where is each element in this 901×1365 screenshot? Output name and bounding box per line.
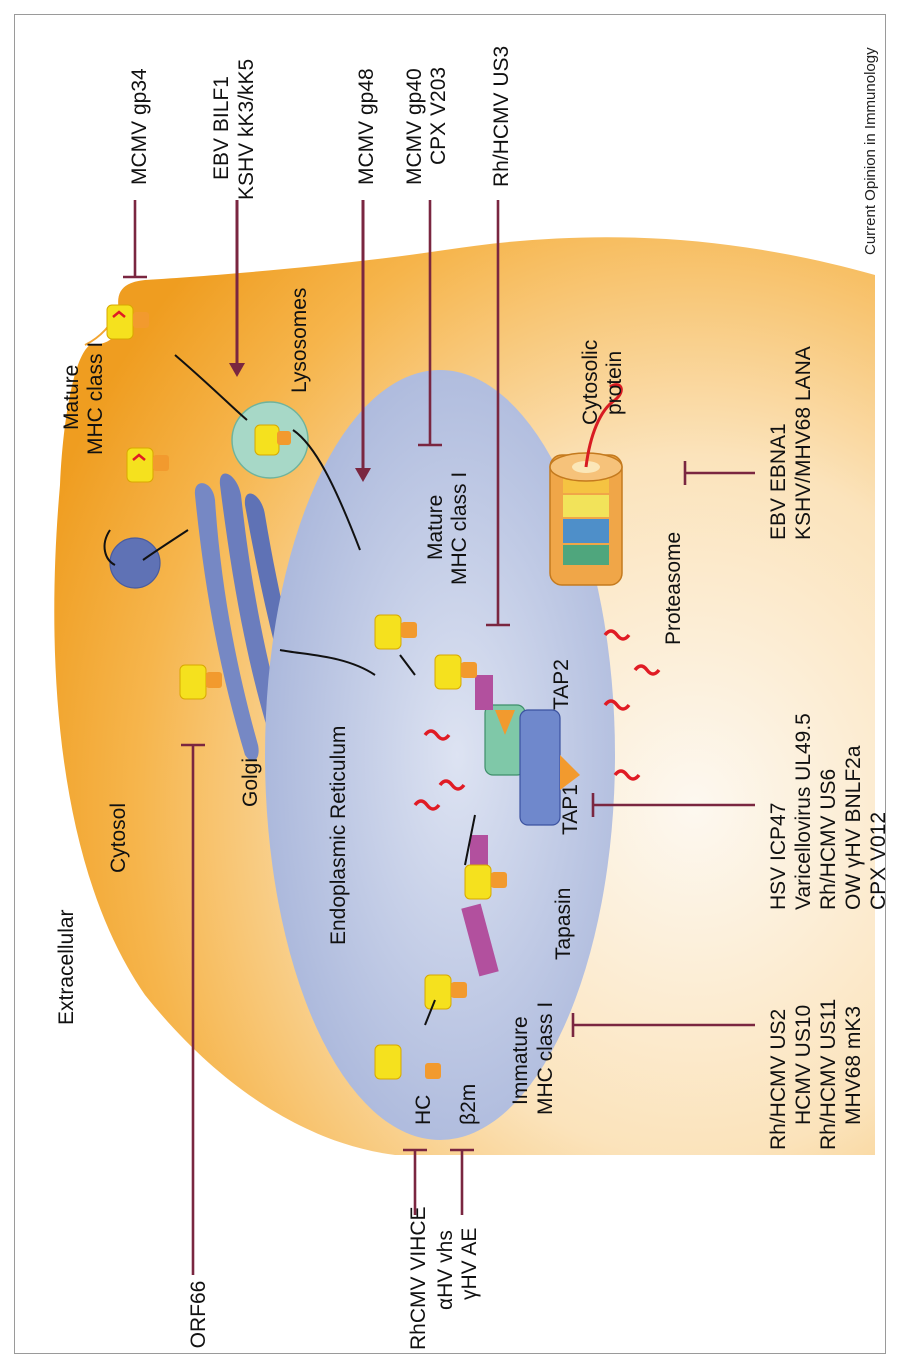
label-lysosomes: Lysosomes bbox=[288, 288, 311, 393]
mhc-pathway-diagram: Extracellular Cytosol Golgi Endoplasmic … bbox=[15, 15, 885, 1353]
label-proteasome: Proteasome bbox=[662, 532, 685, 645]
label-ghv-ae: γHV AE bbox=[458, 1228, 481, 1300]
label-icp47-3: OW γHV BNLF2a bbox=[842, 745, 865, 910]
label-us2-2: Rh/HCMV US11 bbox=[817, 999, 840, 1150]
endosome-vesicle bbox=[110, 538, 160, 588]
label-rh-hcmv-us3: Rh/HCMV US3 bbox=[490, 46, 513, 187]
label-ebna1-1: KSHV/MHV68 LANA bbox=[792, 346, 815, 540]
label-ebna1-0: EBV EBNA1 bbox=[767, 423, 790, 540]
label-us2-0: Rh/HCMV US2 bbox=[767, 1009, 790, 1150]
label-tapasin: Tapasin bbox=[552, 888, 575, 960]
tapasin-bar-tap2 bbox=[475, 675, 493, 710]
label-icp47-4: CPX V012 bbox=[867, 812, 885, 910]
label-golgi: Golgi bbox=[239, 758, 262, 807]
label-mcmv-gp48: MCMV gp48 bbox=[355, 68, 378, 185]
label-mature-surface-2: MHC class I bbox=[84, 342, 107, 455]
label-icp47-2: Rh/HCMV US6 bbox=[817, 769, 840, 910]
label-cpx-v203: CPX V203 bbox=[427, 67, 450, 165]
label-us2-3: MHV68 mK3 bbox=[842, 1006, 865, 1125]
figure-frame: Extracellular Cytosol Golgi Endoplasmic … bbox=[14, 14, 886, 1354]
label-tap2: TAP2 bbox=[550, 659, 573, 710]
label-er: Endoplasmic Reticulum bbox=[327, 726, 350, 945]
label-extracellular: Extracellular bbox=[55, 909, 78, 1025]
label-b2m: β2m bbox=[457, 1084, 480, 1125]
label-rhcmv-vihce: RhCMV VIHCE bbox=[407, 1206, 430, 1350]
label-tap1: TAP1 bbox=[559, 784, 582, 835]
label-vzv-orf66: VZV ORF66 bbox=[187, 1281, 210, 1353]
label-us2-1: HCMV US10 bbox=[792, 1005, 815, 1125]
label-immature-1: Immature bbox=[509, 1016, 532, 1105]
label-mcmv-gp34: MCMV gp34 bbox=[128, 68, 151, 185]
label-mature-er-1: Mature bbox=[424, 495, 447, 560]
label-cytosolic-protein-1: Cytosolic bbox=[579, 340, 602, 425]
label-mcmv-gp40: MCMV gp40 bbox=[403, 68, 426, 185]
label-cytosolic-protein-2: protein bbox=[603, 351, 626, 415]
label-mature-er-2: MHC class I bbox=[448, 472, 471, 585]
credit-line: Current Opinion in Immunology bbox=[862, 47, 879, 255]
label-ahv-vhs: αHV vhs bbox=[434, 1230, 457, 1310]
label-icp47-0: HSV ICP47 bbox=[767, 803, 790, 910]
label-mature-surface-1: Mature bbox=[60, 365, 83, 430]
label-ebv-bilf1: EBV BILF1 bbox=[210, 76, 233, 180]
label-cytosol: Cytosol bbox=[107, 803, 130, 873]
label-icp47-1: Varicellovirus UL49.5 bbox=[792, 713, 815, 910]
label-kshv-kk3: KSHV kK3/kK5 bbox=[235, 59, 258, 200]
label-hc: HC bbox=[412, 1095, 435, 1125]
label-immature-2: MHC class I bbox=[534, 1002, 557, 1115]
